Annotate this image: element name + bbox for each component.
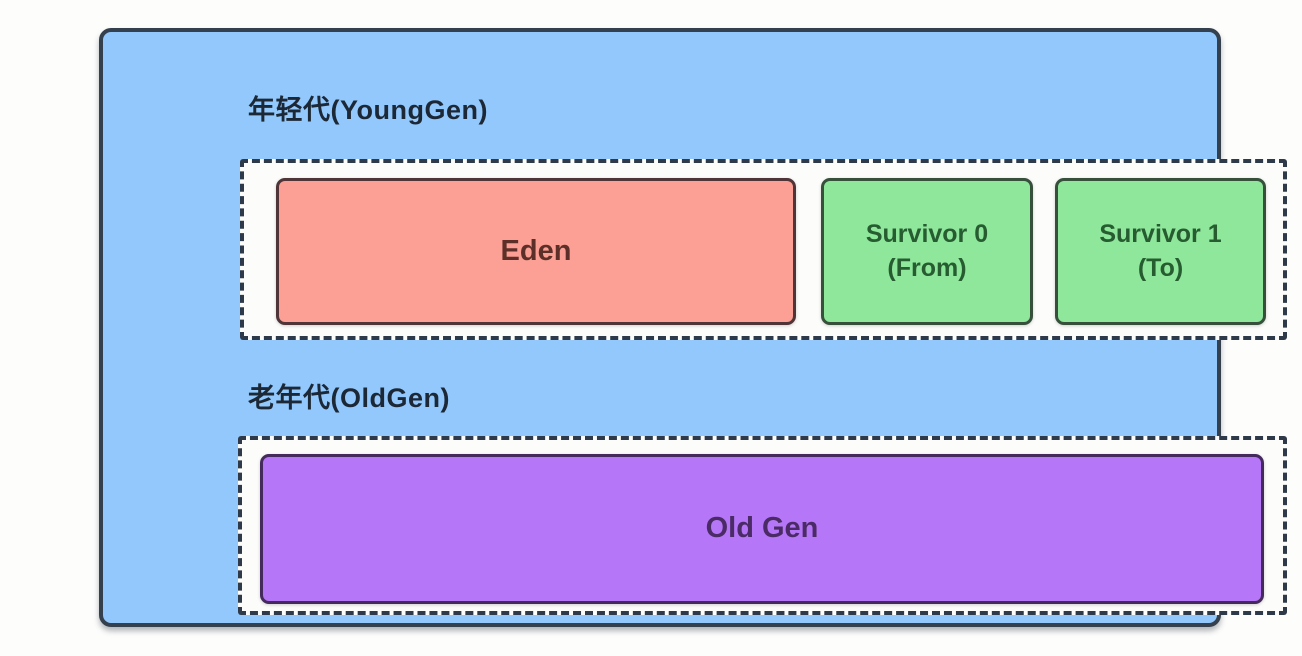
survivor0-region-label: Survivor 0	[865, 219, 989, 248]
oldgen-region-label: Old Gen	[705, 512, 819, 545]
oldgen-region: Old Gen	[260, 454, 1264, 604]
survivor1-region-label: Survivor 1	[1099, 219, 1222, 248]
survivor0-region: Survivor 0 (From)	[821, 178, 1033, 325]
jvm-heap-container: 年轻代(YoungGen) Eden Survivor 0 (From) Sur…	[99, 28, 1287, 627]
survivor0-region-sublabel: (From)	[887, 253, 967, 282]
eden-region-label: Eden	[500, 234, 572, 267]
eden-region: Eden	[276, 178, 796, 325]
young-generation-title: 年轻代(YoungGen)	[248, 95, 488, 125]
survivor1-region: Survivor 1 (To)	[1055, 178, 1266, 325]
survivor1-region-sublabel: (To)	[1137, 253, 1184, 282]
old-generation-title: 老年代(OldGen)	[248, 383, 450, 413]
